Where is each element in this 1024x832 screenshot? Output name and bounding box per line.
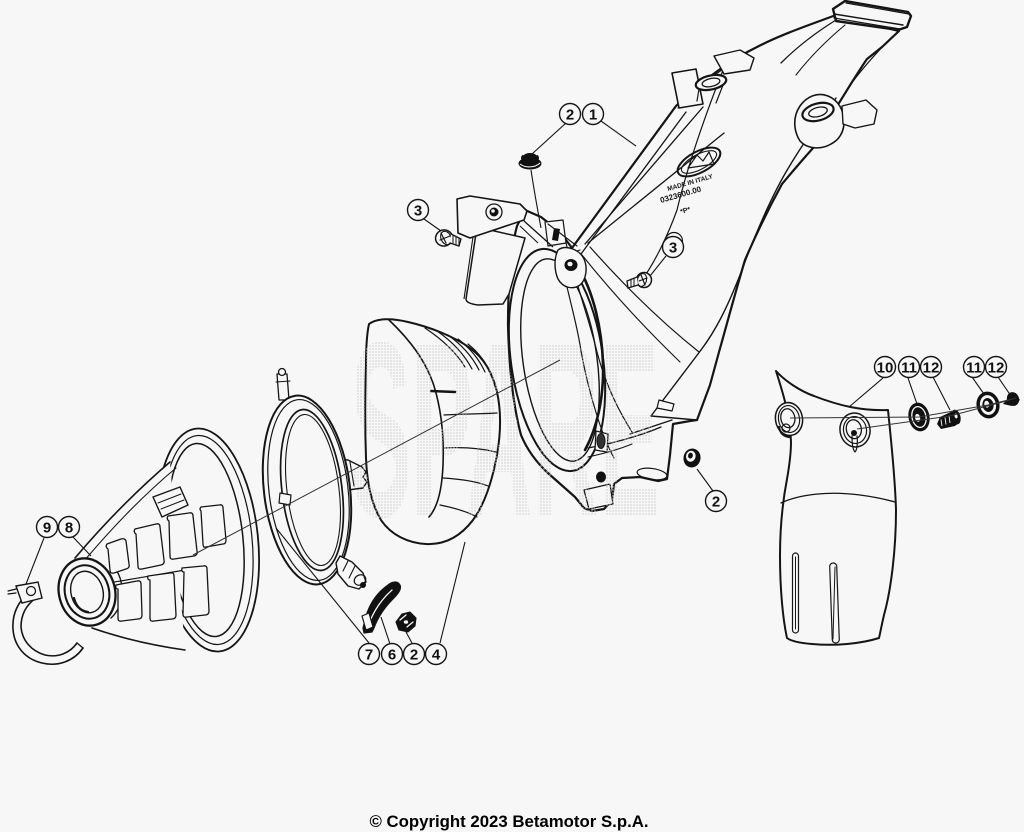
svg-text:2: 2 — [566, 107, 574, 124]
svg-text:7: 7 — [365, 647, 373, 664]
svg-text:© Copyright 2023 Betamotor S.p: © Copyright 2023 Betamotor S.p.A. — [369, 812, 648, 831]
svg-text:9: 9 — [43, 520, 51, 537]
svg-text:6: 6 — [388, 647, 396, 664]
svg-text:SPARE: SPARE — [350, 290, 660, 569]
svg-text:1: 1 — [589, 107, 597, 124]
svg-text:*P*: *P* — [680, 206, 692, 216]
svg-text:12: 12 — [988, 360, 1005, 377]
svg-text:2: 2 — [712, 494, 720, 511]
svg-text:11: 11 — [901, 360, 917, 377]
svg-text:3: 3 — [414, 203, 422, 220]
svg-text:10: 10 — [877, 360, 894, 377]
svg-text:8: 8 — [65, 520, 73, 537]
svg-text:11: 11 — [966, 360, 982, 377]
svg-text:2: 2 — [410, 647, 418, 664]
svg-text:12: 12 — [923, 360, 940, 377]
svg-text:4: 4 — [432, 647, 441, 664]
svg-text:3: 3 — [669, 240, 677, 257]
